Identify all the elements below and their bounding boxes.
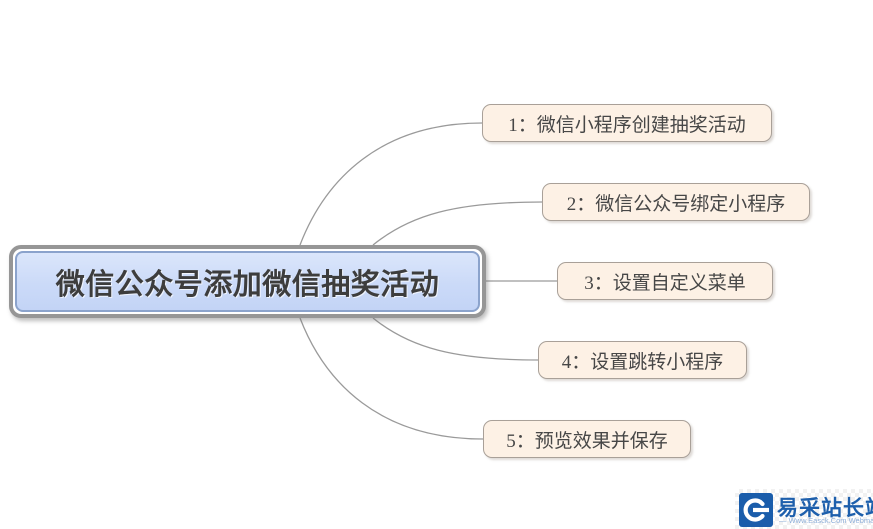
branch-label-1: 1：微信小程序创建抽奖活动	[508, 114, 746, 136]
connector-branch-1	[299, 122, 483, 246]
central-topic-node[interactable]: 微信公众号添加微信抽奖活动	[9, 245, 486, 318]
branch-node-3[interactable]: 3：设置自定义菜单	[557, 262, 773, 300]
branch-node-5[interactable]: 5：预览效果并保存	[483, 420, 691, 458]
watermark-title: 易采站长站	[777, 497, 873, 520]
watermark: 易采站长站 — Www.Easck.Com Webmaster	[735, 489, 873, 529]
connector-branch-2	[372, 201, 543, 246]
connector-branch-4	[372, 317, 539, 361]
easck-logo-icon	[739, 493, 773, 527]
central-topic-label: 微信公众号添加微信抽奖活动	[55, 268, 440, 301]
branch-node-1[interactable]: 1：微信小程序创建抽奖活动	[482, 104, 772, 142]
branch-node-2[interactable]: 2：微信公众号绑定小程序	[542, 183, 810, 221]
branch-node-4[interactable]: 4：设置跳转小程序	[538, 341, 747, 379]
branch-label-5: 5：预览效果并保存	[506, 430, 668, 452]
branch-label-3: 3：设置自定义菜单	[584, 272, 746, 294]
branch-label-4: 4：设置跳转小程序	[561, 351, 724, 373]
watermark-tagline: — Www.Easck.Com Webmaster	[779, 516, 873, 525]
central-topic-inner: 微信公众号添加微信抽奖活动	[15, 251, 480, 312]
connector-branch-5	[299, 317, 484, 440]
branch-label-2: 2：微信公众号绑定小程序	[566, 193, 786, 215]
